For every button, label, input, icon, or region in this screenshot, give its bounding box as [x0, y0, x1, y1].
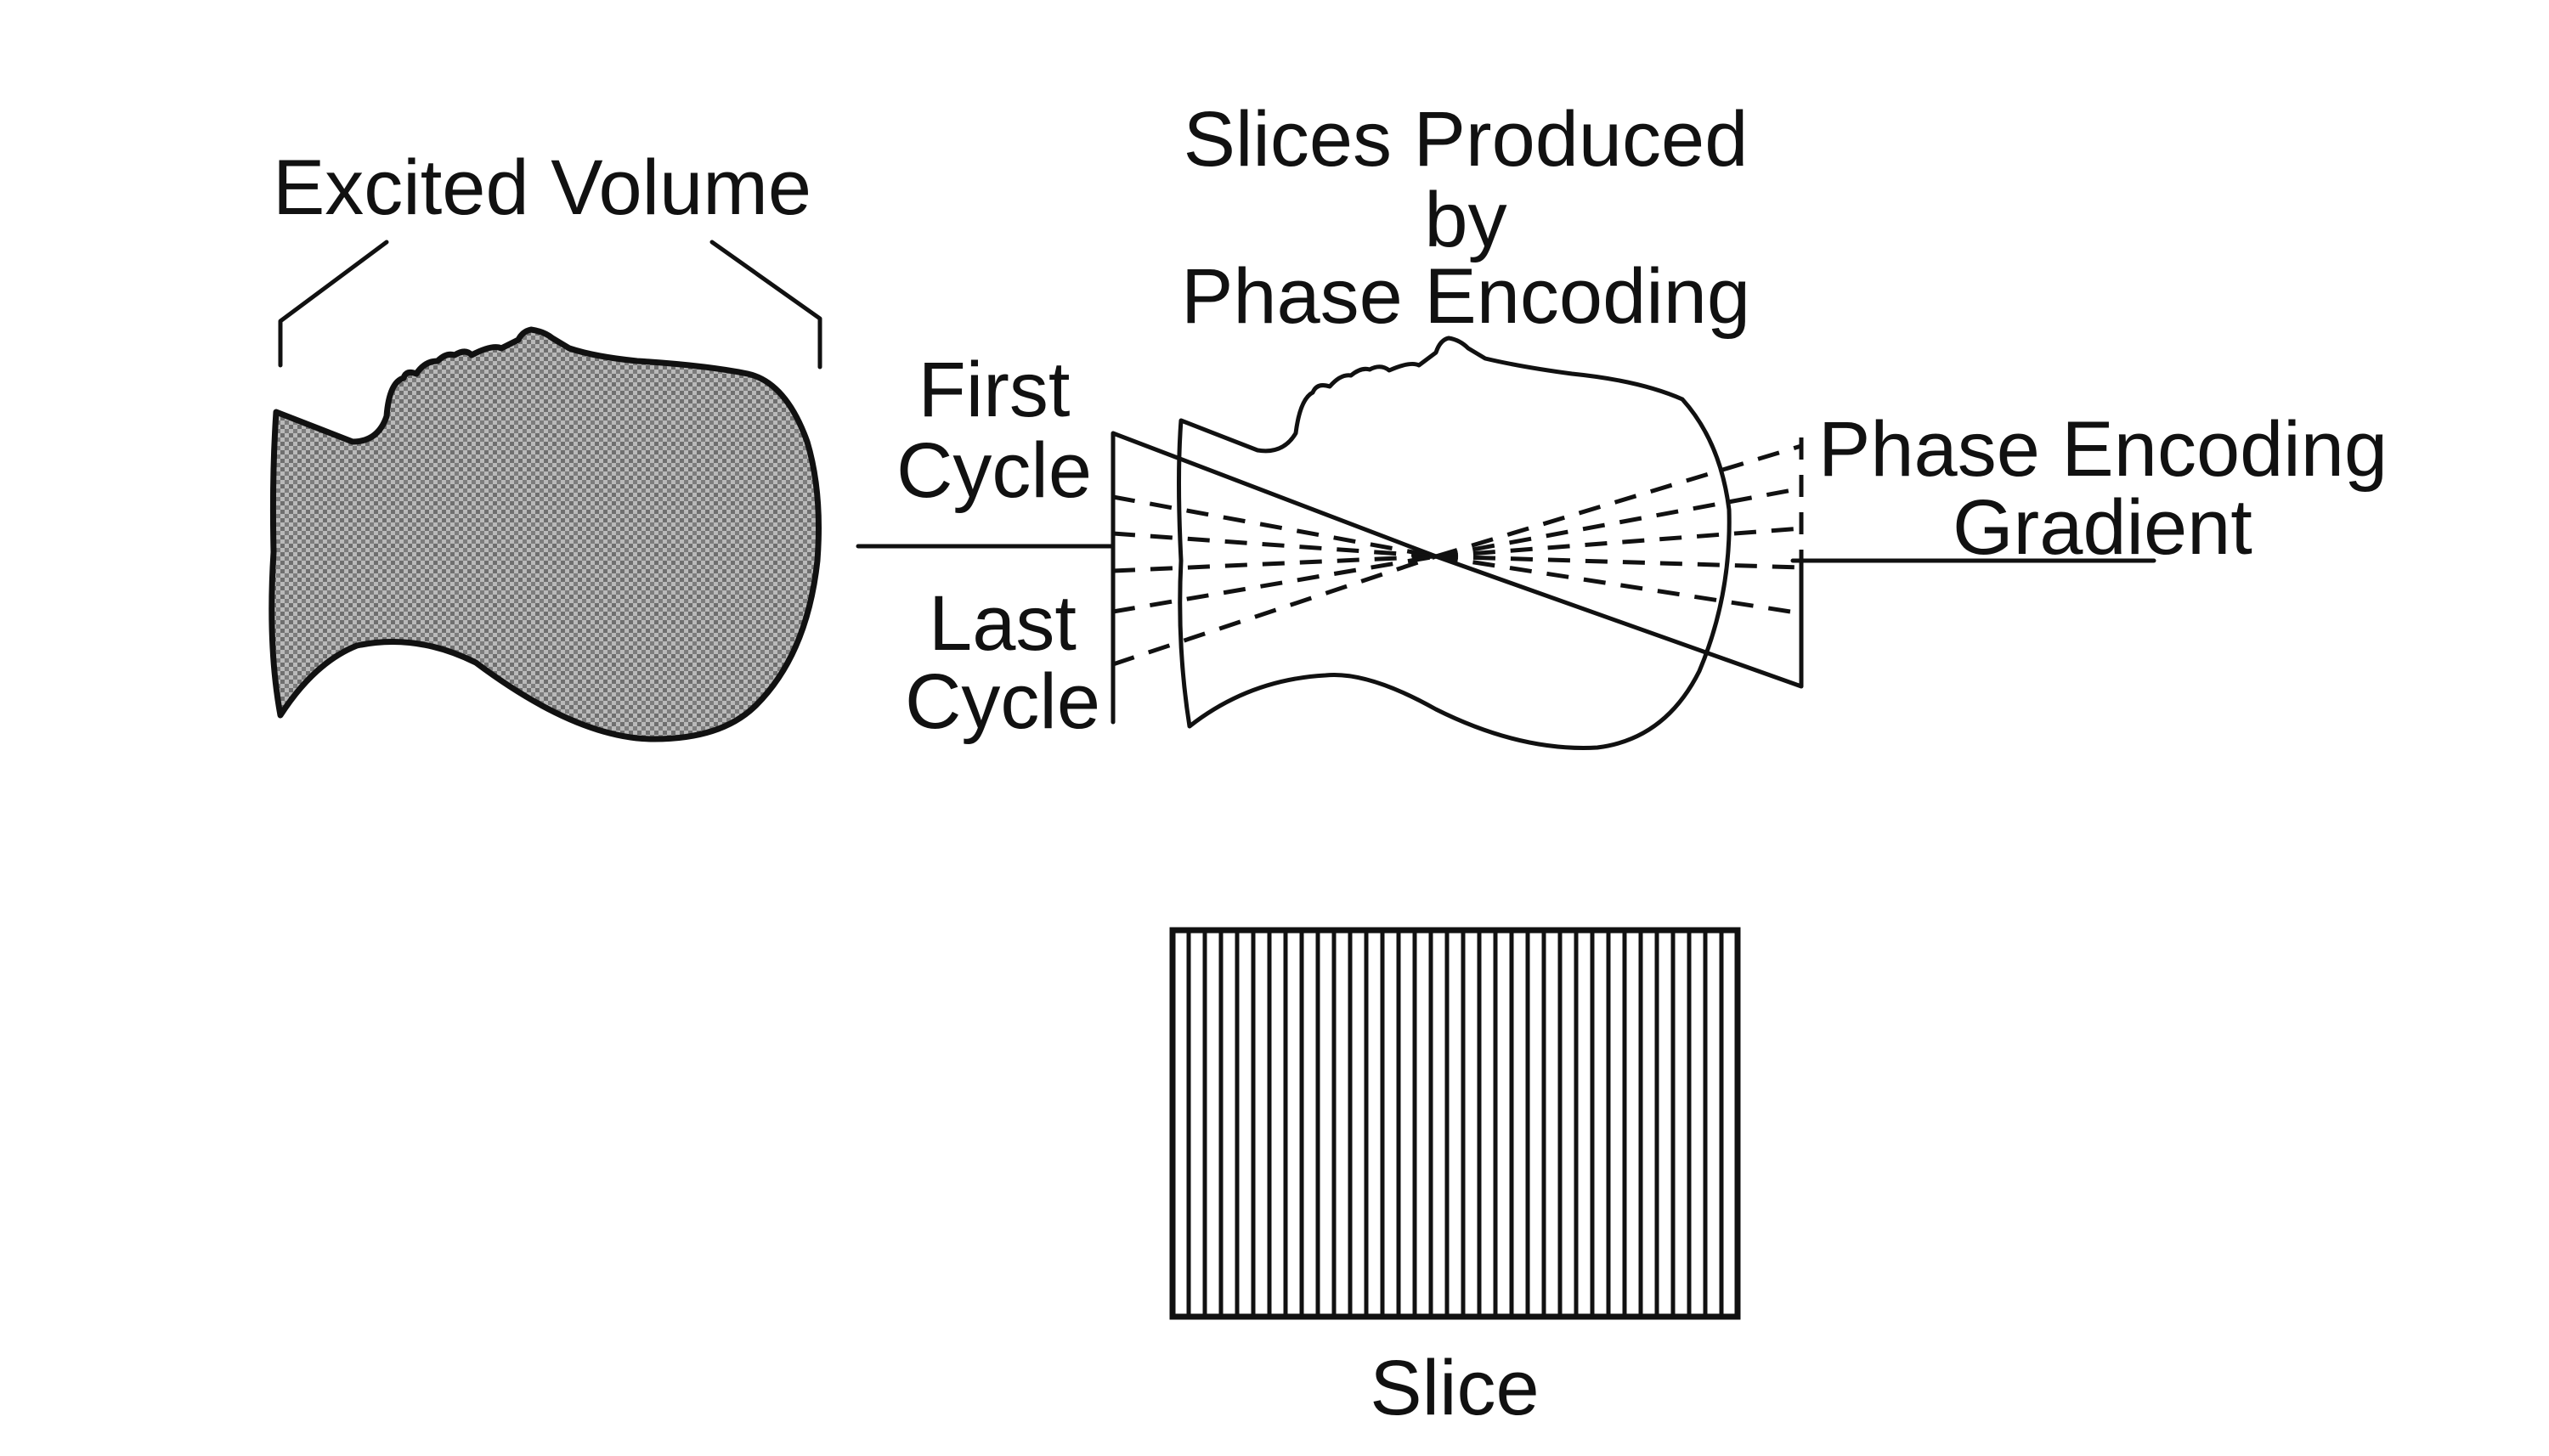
- slice-box: [1169, 927, 1741, 1320]
- first-cycle-label-line1: First: [918, 347, 1071, 433]
- gradient-triangle-right: [1433, 554, 1804, 689]
- last-cycle-label-line2: Cycle: [905, 658, 1100, 745]
- excited-volume-shape: [268, 326, 822, 742]
- slices-volume-outline: [1177, 336, 1732, 750]
- slice-label: Slice: [1370, 1345, 1539, 1431]
- dashed-phase-lines: [1111, 437, 1804, 722]
- slice-lines: [1186, 930, 1724, 1317]
- excited-volume-label: Excited Volume: [273, 144, 811, 231]
- gradient-triangle-left: [1111, 431, 1438, 725]
- slices-title-line2: by: [1424, 177, 1506, 263]
- last-cycle-label-line1: Last: [929, 580, 1077, 667]
- slices-title-line3: Phase Encoding: [1181, 253, 1750, 340]
- gradient-label-line1: Phase Encoding: [1818, 406, 2388, 493]
- excited-volume-bracket: [278, 240, 822, 370]
- gradient-label-line2: Gradient: [1953, 484, 2252, 571]
- slices-title-line1: Slices Produced: [1184, 96, 1749, 183]
- first-cycle-label-line2: Cycle: [896, 427, 1092, 514]
